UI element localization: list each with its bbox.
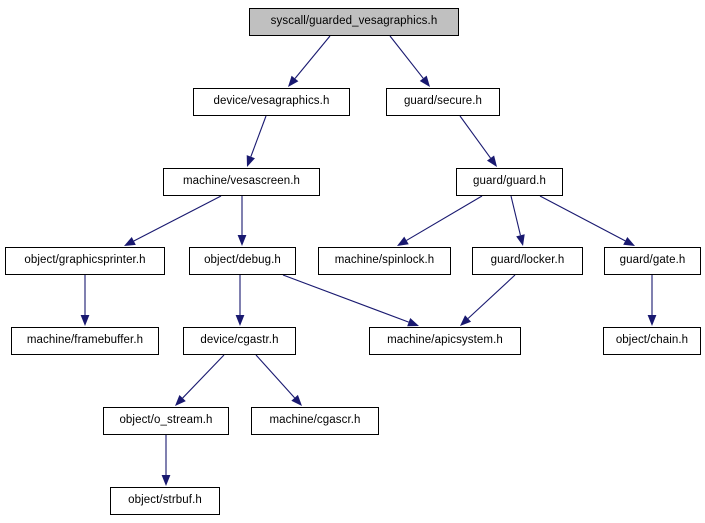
graph-node-label: guard/guard.h	[473, 175, 546, 188]
edge-arrowhead	[246, 155, 255, 167]
graph-edge-n11-to-n14	[175, 354, 225, 406]
graph-edge-n0-to-n2	[389, 35, 430, 87]
graph-edge-n6-to-n11	[235, 275, 245, 326]
edge-arrowhead	[516, 234, 525, 246]
graph-node-n3[interactable]: machine/vesascreen.h	[163, 168, 320, 196]
graph-node-n6[interactable]: object/debug.h	[189, 247, 296, 275]
graph-node-label: machine/apicsystem.h	[387, 334, 503, 347]
graph-node-n2[interactable]: guard/secure.h	[386, 88, 500, 116]
graph-node-label: machine/cgascr.h	[269, 414, 361, 427]
edge-line	[133, 195, 222, 242]
graph-node-label: guard/gate.h	[619, 254, 686, 267]
edge-arrowhead	[161, 475, 171, 486]
edge-line	[467, 274, 516, 319]
edge-arrowhead	[124, 237, 136, 246]
edge-arrowhead	[407, 318, 419, 327]
graph-edge-n6-to-n12	[282, 274, 419, 327]
graph-node-n8[interactable]: guard/locker.h	[472, 247, 583, 275]
edge-arrowhead	[647, 315, 657, 326]
graph-node-n0[interactable]: syscall/guarded_vesagraphics.h	[249, 8, 459, 36]
edge-arrowhead	[175, 395, 186, 406]
graph-edge-n9-to-n13	[647, 275, 657, 326]
graph-node-n16[interactable]: object/strbuf.h	[110, 487, 220, 515]
graph-node-label: machine/vesascreen.h	[182, 175, 301, 188]
edge-arrowhead	[235, 315, 245, 326]
edge-arrowhead	[80, 315, 90, 326]
graph-node-n14[interactable]: object/o_stream.h	[103, 407, 229, 435]
edge-arrowhead	[288, 75, 299, 87]
graph-node-label: object/chain.h	[615, 334, 689, 347]
graph-node-n10[interactable]: machine/framebuffer.h	[11, 327, 159, 355]
edge-line	[539, 195, 626, 242]
graph-node-n11[interactable]: device/cgastr.h	[183, 327, 296, 355]
graph-node-label: device/vesagraphics.h	[213, 95, 330, 108]
edge-arrowhead	[486, 155, 497, 167]
graph-edge-n3-to-n6	[237, 196, 247, 246]
edge-line	[294, 35, 331, 79]
edge-arrowhead	[460, 315, 472, 326]
edge-arrowhead	[237, 235, 247, 246]
graph-node-label: guard/secure.h	[403, 95, 483, 108]
edge-line	[406, 195, 483, 241]
edge-line	[282, 274, 409, 323]
edge-line	[250, 115, 267, 157]
graph-node-n4[interactable]: guard/guard.h	[456, 168, 563, 196]
graph-edge-n8-to-n12	[460, 274, 516, 326]
graph-node-label: object/o_stream.h	[119, 414, 213, 427]
edge-arrowhead	[419, 75, 430, 87]
graph-node-label: device/cgastr.h	[200, 334, 279, 347]
edge-line	[255, 354, 296, 399]
edge-arrowhead	[397, 236, 409, 246]
graph-node-label: object/graphicsprinter.h	[24, 254, 146, 267]
edge-line	[510, 195, 521, 236]
graph-node-n5[interactable]: object/graphicsprinter.h	[5, 247, 165, 275]
edge-arrowhead	[291, 394, 302, 406]
edge-arrowhead	[623, 236, 635, 246]
graph-edge-n2-to-n4	[459, 115, 497, 167]
graph-node-n9[interactable]: guard/gate.h	[604, 247, 701, 275]
graph-node-n13[interactable]: object/chain.h	[603, 327, 701, 355]
edge-line	[389, 35, 424, 79]
graph-node-label: guard/locker.h	[490, 254, 565, 267]
graph-edge-n0-to-n1	[288, 35, 331, 87]
graph-edge-n3-to-n5	[124, 195, 222, 246]
graph-node-n15[interactable]: machine/cgascr.h	[251, 407, 379, 435]
graph-edge-n14-to-n16	[161, 435, 171, 486]
graph-node-label: machine/spinlock.h	[334, 254, 435, 267]
graph-node-label: object/debug.h	[204, 254, 281, 267]
graph-edge-n4-to-n9	[539, 195, 635, 246]
graph-edge-n11-to-n15	[255, 354, 302, 406]
edge-line	[459, 115, 491, 159]
graph-node-n12[interactable]: machine/apicsystem.h	[369, 327, 521, 355]
graph-edge-n4-to-n7	[397, 195, 483, 246]
graph-edge-n5-to-n10	[80, 275, 90, 326]
graph-edge-n4-to-n8	[510, 195, 525, 246]
graph-node-label: machine/framebuffer.h	[26, 334, 144, 347]
edge-line	[182, 354, 225, 399]
graph-node-n7[interactable]: machine/spinlock.h	[318, 247, 451, 275]
graph-edge-n1-to-n3	[246, 115, 267, 167]
graph-node-label: syscall/guarded_vesagraphics.h	[270, 15, 438, 28]
graph-node-label: object/strbuf.h	[128, 494, 202, 507]
graph-node-n1[interactable]: device/vesagraphics.h	[193, 88, 350, 116]
